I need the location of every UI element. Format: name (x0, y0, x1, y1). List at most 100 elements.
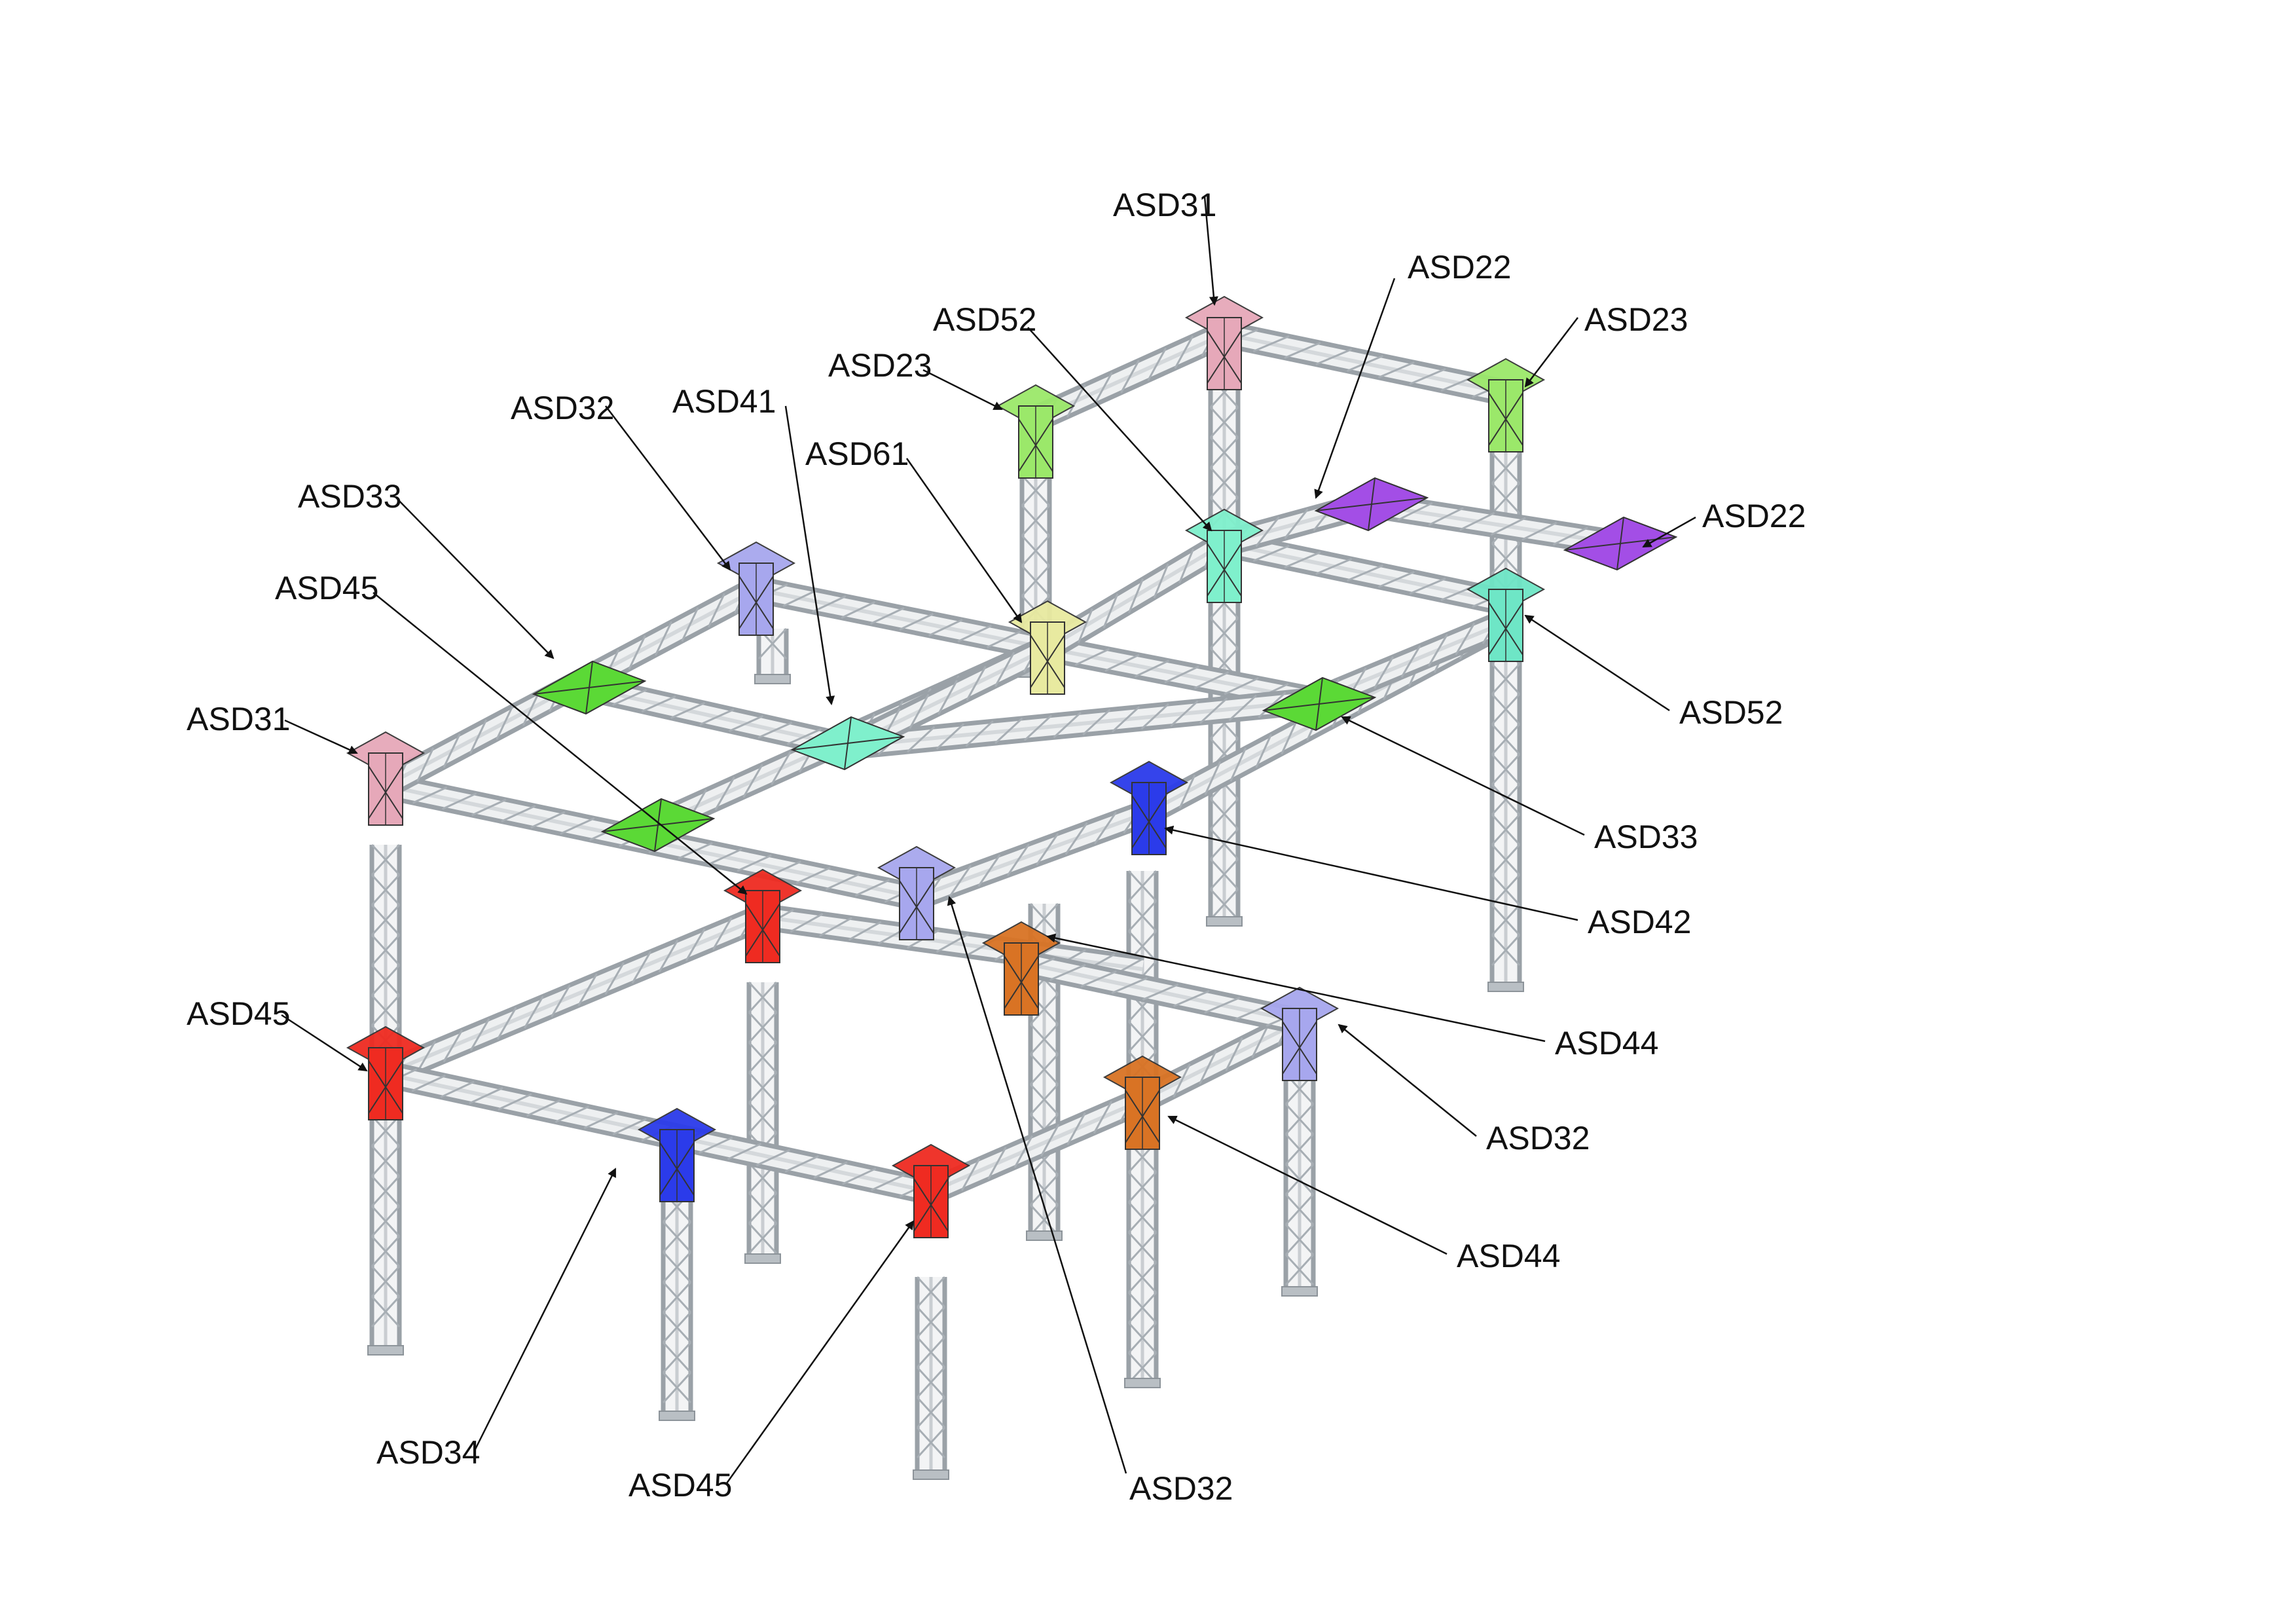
leader-arrow (1027, 327, 1212, 532)
leg-back-mid (1206, 346, 1243, 927)
label-asd33-left: ASD33 (298, 478, 401, 515)
callout-asd61: ASD61 (805, 435, 1023, 623)
callout-asd31-top: ASD31 (1113, 187, 1218, 306)
leader-arrow (1314, 278, 1396, 499)
leader-arrow (284, 719, 358, 754)
connector-asd32-front (877, 845, 957, 940)
leader-arrow (1524, 614, 1670, 712)
callout-asd44-top: ASD44 (1046, 933, 1658, 1061)
label-asd32-right: ASD32 (1486, 1120, 1590, 1156)
leader-arrow (725, 1220, 915, 1484)
label-asd33-right: ASD33 (1594, 819, 1698, 855)
connector-asd44-bottom (1102, 1055, 1182, 1150)
callout-asd22-right: ASD22 (1642, 498, 1806, 548)
leader-arrow (1338, 1024, 1477, 1137)
connector-asd23-left (996, 384, 1076, 479)
leader-arrow (1203, 196, 1218, 306)
leader-arrow (905, 458, 1023, 623)
label-asd41: ASD41 (672, 383, 776, 420)
callout-asd23-right: ASD23 (1524, 301, 1688, 388)
leader-arrow (473, 1168, 617, 1451)
connector-asd33-right (1262, 676, 1377, 731)
label-asd32-top: ASD32 (511, 390, 614, 426)
label-asd52-right: ASD52 (1679, 694, 1783, 731)
connector-asd31-left (346, 731, 426, 826)
label-asd31-top: ASD31 (1113, 187, 1216, 223)
callout-asd44-bottom: ASD44 (1167, 1115, 1560, 1274)
leader-arrow (1167, 1115, 1448, 1255)
connector-asd52-top (1184, 508, 1264, 603)
beam-lower-ext-2 (1018, 949, 1303, 1035)
connector-asd31-top (1184, 295, 1264, 390)
beam-mid-top-2 (847, 687, 1317, 760)
leader-arrow (947, 896, 1127, 1474)
label-asd32-bottom: ASD32 (1129, 1470, 1233, 1507)
connector-asd42 (1109, 760, 1189, 855)
label-asd23-left: ASD23 (828, 347, 932, 384)
leg-front-right (913, 1276, 949, 1480)
connector-asd32-right (1260, 986, 1339, 1081)
label-asd44-top: ASD44 (1555, 1025, 1658, 1061)
label-asd42: ASD42 (1588, 904, 1691, 940)
callout-asd45-top: ASD45 (275, 570, 748, 895)
connector-asd61 (1008, 600, 1087, 695)
beam-back-top-1 (753, 576, 1051, 662)
label-asd45-top: ASD45 (275, 570, 378, 606)
leader-arrow (1046, 933, 1546, 1043)
leader-arrow (605, 405, 731, 571)
leg-upper-stub (754, 627, 791, 684)
connector-asd45-bottom (891, 1143, 971, 1238)
callout-asd32-bottom: ASD32 (947, 896, 1233, 1507)
leader-arrow (1524, 317, 1578, 388)
beam-to-back (1040, 532, 1231, 660)
connector-asd41 (790, 716, 905, 771)
callout-asd52-top: ASD52 (933, 301, 1212, 532)
leg-front-mid (659, 1190, 695, 1421)
connector-asd45-top (723, 868, 803, 963)
leader-arrow (281, 1014, 368, 1072)
callout-asd32-right: ASD32 (1338, 1024, 1590, 1156)
leader-arrow (395, 497, 555, 659)
label-asd61: ASD61 (805, 435, 909, 472)
callout-asd33-left: ASD33 (298, 478, 555, 659)
callout-asd33-right: ASD33 (1341, 716, 1698, 855)
callout-asd42: ASD42 (1164, 825, 1691, 940)
beam-front-top-right (911, 799, 1154, 910)
leader-arrow (1341, 716, 1585, 836)
beam-lower-left (380, 904, 768, 1086)
truss-beams (379, 320, 1620, 1206)
label-asd23-right: ASD23 (1584, 301, 1688, 338)
leader-arrow (784, 405, 835, 705)
label-asd45-bottom: ASD45 (629, 1467, 732, 1504)
callout-asd22-top: ASD22 (1314, 249, 1511, 499)
leader-arrow (922, 369, 1003, 411)
connector-asd45-left (346, 1025, 426, 1120)
callout-asd41: ASD41 (672, 383, 835, 705)
label-asd22-right: ASD22 (1702, 498, 1806, 534)
callout-asd52-right: ASD52 (1524, 614, 1783, 731)
connector-asd33-front (600, 798, 716, 853)
connector-asd33-left (532, 660, 647, 715)
connector-asd23-right (1466, 358, 1546, 452)
leader-arrow (1164, 825, 1578, 921)
leg-inner-left (744, 981, 781, 1264)
leg-right-low (1281, 1073, 1318, 1297)
label-asd45-left: ASD45 (187, 995, 290, 1032)
connector-asd22-top (1314, 477, 1429, 532)
connectors (346, 295, 1678, 1238)
callout-asd45-bottom: ASD45 (629, 1220, 915, 1504)
label-asd34: ASD34 (376, 1434, 480, 1471)
connector-asd44-top (981, 921, 1061, 1016)
callout-asd32-top: ASD32 (511, 390, 731, 571)
leader-arrow (373, 592, 748, 895)
connector-asd52-right (1466, 567, 1546, 662)
callout-asd23-left: ASD23 (828, 347, 1003, 411)
callout-asd45-left: ASD45 (187, 995, 368, 1072)
connector-asd32-top (716, 541, 796, 636)
callout-asd34: ASD34 (376, 1168, 617, 1471)
label-asd52-top: ASD52 (933, 301, 1036, 338)
label-asd44-bottom: ASD44 (1457, 1238, 1560, 1274)
